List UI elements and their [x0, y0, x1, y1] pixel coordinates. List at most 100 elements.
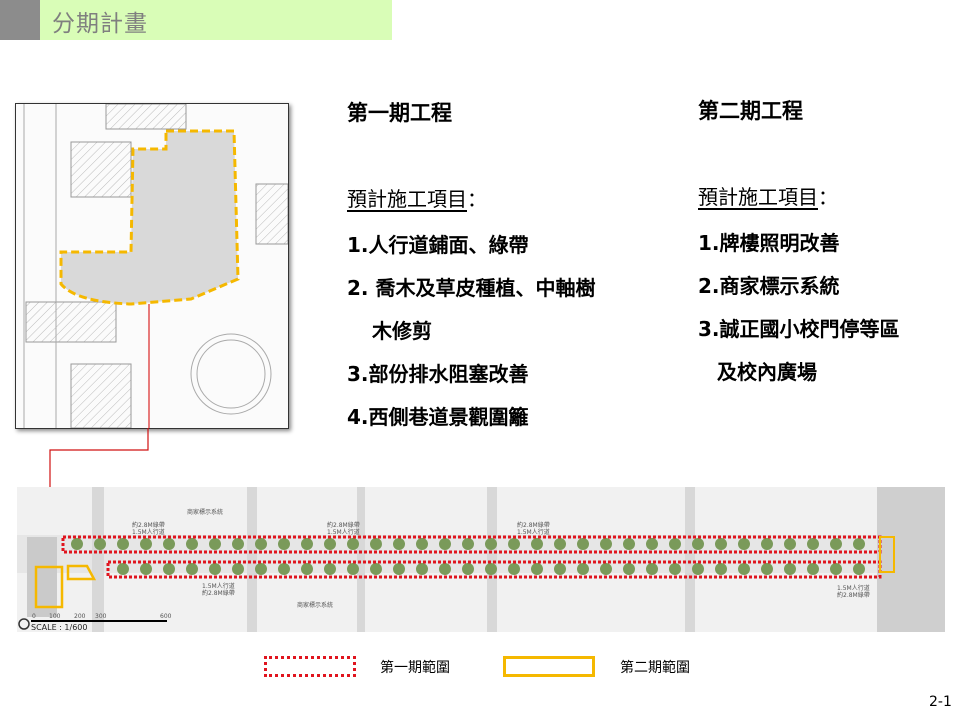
tree-icon: [485, 538, 497, 550]
header-bar: [40, 0, 392, 40]
tree-icon: [761, 538, 773, 550]
street-trees: [71, 538, 865, 575]
svg-text:0: 0: [32, 613, 36, 620]
svg-text:600: 600: [160, 613, 172, 620]
tree-icon: [94, 538, 106, 550]
tree-icon: [71, 538, 83, 550]
street-plan: 約2.8M綠帶 1.5M人行道 商家標示系統 1.5M人行道 約2.8M綠帶 商…: [17, 487, 945, 632]
tree-icon: [140, 538, 152, 550]
phase1-item: 2. 喬木及草皮種植、中軸樹: [347, 276, 596, 300]
tree-icon: [577, 563, 589, 575]
tree-icon: [853, 563, 865, 575]
tree-icon: [301, 538, 313, 550]
tree-icon: [232, 538, 244, 550]
tree-icon: [807, 563, 819, 575]
tree-icon: [439, 538, 451, 550]
tree-icon: [853, 538, 865, 550]
phase2-subtitle: 預計施工項目：: [698, 185, 838, 209]
tree-icon: [462, 538, 474, 550]
phase2-item: 1.牌樓照明改善: [698, 231, 840, 255]
tree-icon: [646, 538, 658, 550]
tree-icon: [738, 538, 750, 550]
svg-text:商家標示系統: 商家標示系統: [187, 508, 223, 516]
tree-icon: [209, 538, 221, 550]
tree-icon: [140, 563, 152, 575]
svg-text:約2.8M綠帶: 約2.8M綠帶: [837, 591, 870, 599]
tree-icon: [416, 563, 428, 575]
tree-icon: [669, 563, 681, 575]
phase2-item: 2.商家標示系統: [698, 274, 840, 298]
tree-icon: [830, 538, 842, 550]
tree-icon: [784, 563, 796, 575]
tree-icon: [669, 538, 681, 550]
tree-icon: [278, 538, 290, 550]
tree-icon: [324, 563, 336, 575]
svg-text:約2.8M綠帶: 約2.8M綠帶: [132, 521, 165, 529]
tree-icon: [186, 538, 198, 550]
tree-icon: [117, 538, 129, 550]
tree-icon: [807, 538, 819, 550]
tree-icon: [531, 563, 543, 575]
svg-text:商家標示系統: 商家標示系統: [297, 601, 333, 609]
svg-text:1.5M人行道: 1.5M人行道: [327, 528, 360, 536]
svg-text:1.5M人行道: 1.5M人行道: [202, 582, 235, 590]
tree-icon: [738, 563, 750, 575]
tree-icon: [416, 538, 428, 550]
tree-icon: [324, 538, 336, 550]
page-number: 2-1: [929, 694, 952, 710]
tree-icon: [439, 563, 451, 575]
tree-icon: [715, 563, 727, 575]
tree-icon: [301, 563, 313, 575]
phase1-item: 3.部份排水阻塞改善: [347, 362, 529, 386]
phase1-title: 第一期工程: [347, 101, 452, 125]
tree-icon: [232, 563, 244, 575]
phase1-subtitle: 預計施工項目：: [347, 187, 487, 211]
legend-phase1-label: 第一期範圍: [380, 660, 450, 676]
tree-icon: [830, 563, 842, 575]
tree-icon: [623, 563, 635, 575]
tree-icon: [163, 538, 175, 550]
tree-icon: [623, 538, 635, 550]
tree-icon: [347, 538, 359, 550]
tree-icon: [531, 538, 543, 550]
svg-text:約2.8M綠帶: 約2.8M綠帶: [327, 521, 360, 529]
tree-icon: [117, 563, 129, 575]
page-title: 分期計畫: [52, 11, 148, 37]
tree-icon: [393, 563, 405, 575]
svg-text:1.5M人行道: 1.5M人行道: [837, 584, 870, 592]
tree-icon: [370, 563, 382, 575]
tree-icon: [485, 563, 497, 575]
site-plan-detail: [15, 103, 289, 429]
legend-phase2-swatch: [503, 656, 595, 677]
legend-phase2-label: 第二期範圍: [620, 660, 690, 676]
tree-icon: [163, 563, 175, 575]
phase1-item: 4.西側巷道景觀圍籬: [347, 405, 529, 429]
tree-icon: [462, 563, 474, 575]
header-accent: [0, 0, 40, 40]
tree-icon: [554, 538, 566, 550]
tree-icon: [255, 563, 267, 575]
tree-icon: [393, 538, 405, 550]
tree-icon: [715, 538, 727, 550]
tree-icon: [577, 538, 589, 550]
svg-text:1.5M人行道: 1.5M人行道: [132, 528, 165, 536]
phase2-item: 及校內廣場: [717, 360, 817, 384]
legend-phase1-swatch: [264, 656, 356, 677]
tree-icon: [370, 538, 382, 550]
tree-icon: [600, 563, 612, 575]
tree-icon: [692, 538, 704, 550]
tree-icon: [508, 563, 520, 575]
tree-icon: [508, 538, 520, 550]
tree-icon: [255, 538, 267, 550]
svg-text:100: 100: [49, 613, 61, 620]
svg-text:300: 300: [95, 613, 107, 620]
phase2-item: 3.誠正國小校門停等區: [698, 317, 900, 341]
tree-icon: [278, 563, 290, 575]
tree-icon: [692, 563, 704, 575]
svg-text:約2.8M綠帶: 約2.8M綠帶: [517, 521, 550, 529]
scale-label: SCALE : 1/600: [31, 623, 87, 632]
tree-icon: [554, 563, 566, 575]
tree-icon: [186, 563, 198, 575]
svg-text:200: 200: [74, 613, 86, 620]
tree-icon: [209, 563, 221, 575]
